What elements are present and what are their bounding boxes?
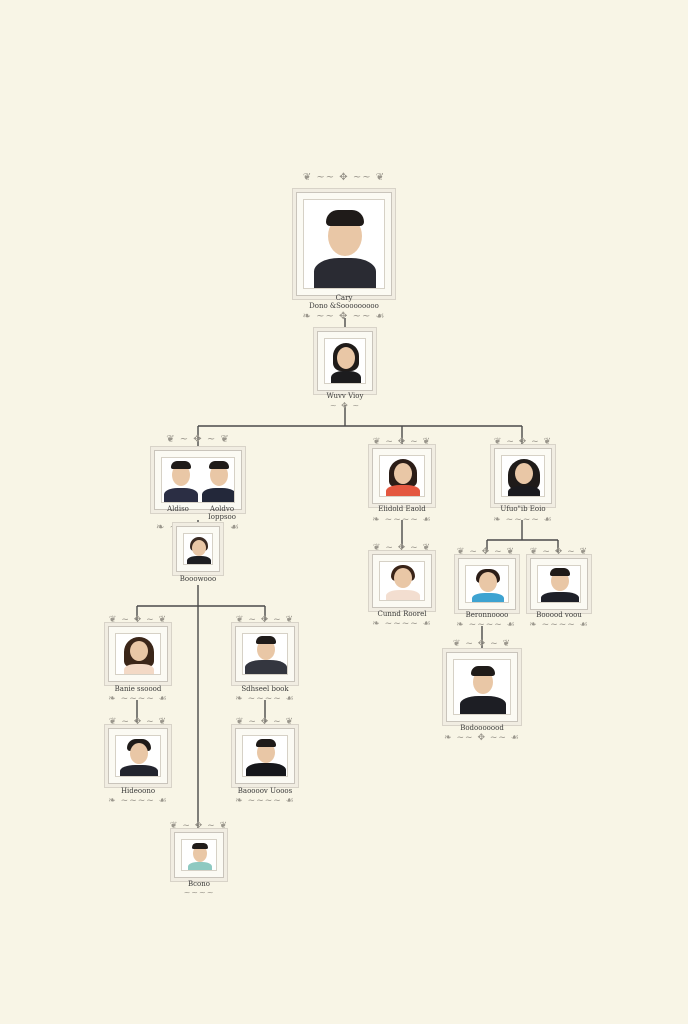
ornate-scroll-icon: ❧ ~~~~ ☙ bbox=[235, 694, 295, 704]
portrait-photo bbox=[304, 200, 384, 288]
portrait-frame bbox=[176, 526, 220, 572]
ornate-scroll-icon: ❦ ~ ✥ ~ ❦ bbox=[108, 717, 168, 727]
ornate-scroll-icon: ❦ ~ ✥ ~ ❦ bbox=[456, 547, 516, 557]
ornate-scroll-icon: ~ ✥ ~ bbox=[329, 401, 361, 410]
ornate-scroll-icon: ❦ ~ ✥ ~ ❦ bbox=[372, 437, 432, 447]
portrait-frame bbox=[296, 192, 392, 296]
portrait-photo bbox=[380, 562, 424, 600]
portrait-frame bbox=[235, 626, 295, 682]
portrait-photo bbox=[454, 660, 510, 714]
member-name: Cary bbox=[335, 294, 353, 302]
ornate-scroll-icon: ❧ ~~~~ ☙ bbox=[235, 796, 295, 806]
member-name: Aldiso bbox=[167, 505, 189, 513]
portrait-photo bbox=[243, 736, 287, 776]
portrait-frame bbox=[108, 626, 168, 682]
ornate-scroll-icon: ❦ ~ ✥ ~ ❦ bbox=[529, 547, 589, 557]
member-name: Elidold Eaold bbox=[378, 505, 426, 513]
ornate-scroll-icon: ❧ ~~~~ ☙ bbox=[529, 620, 589, 630]
member-name: Aoldvo bbox=[209, 505, 235, 513]
portrait-frame bbox=[372, 554, 432, 608]
portrait-photo bbox=[538, 566, 580, 602]
member-name: Baoooov Uooos bbox=[237, 787, 293, 795]
ornate-scroll-icon: ❦ ~ ✥ ~ ❦ bbox=[372, 543, 432, 553]
portrait-frame bbox=[530, 558, 588, 610]
ornate-scroll-icon: ❦ ~ ✥ ~ ❦ bbox=[235, 717, 295, 727]
ornate-scroll-icon: ❦ ~ ✥ ~ ❦ bbox=[108, 615, 168, 625]
portrait-photo bbox=[182, 840, 216, 870]
ornate-scroll-icon: ❧ ~~~~ ☙ bbox=[493, 515, 553, 525]
portrait-frame bbox=[446, 652, 518, 722]
ornate-scroll-icon: ❦ ~ ✥ ~ ❦ bbox=[169, 821, 229, 831]
member-name: Ioppsoo bbox=[208, 513, 236, 521]
member-name: Ufuo"ib Eoio bbox=[500, 505, 546, 513]
member-name: Bcono bbox=[187, 880, 210, 888]
portrait-photo bbox=[466, 566, 508, 602]
member-name: Dono &Sooooooooo bbox=[309, 302, 379, 310]
portrait-photo bbox=[162, 458, 199, 502]
member-name: Booood voou bbox=[536, 611, 582, 619]
ornate-scroll-icon: ❧ ~~~~ ☙ bbox=[372, 619, 432, 629]
portrait-photo bbox=[116, 736, 160, 776]
portrait-photo bbox=[200, 458, 234, 502]
ornate-scroll-icon: ❧ ~~~~ ☙ bbox=[108, 694, 168, 704]
portrait-frame bbox=[108, 728, 168, 784]
portrait-photo bbox=[325, 339, 365, 383]
portrait-frame bbox=[154, 450, 242, 510]
member-name: Cunnd Roorel bbox=[377, 610, 427, 618]
portrait-photo bbox=[243, 634, 287, 674]
ornate-scroll-icon: ❦ ~ ✥ ~ ❦ bbox=[166, 434, 230, 445]
portrait-frame bbox=[174, 832, 224, 878]
ornate-scroll-icon: ❦ ~ ✥ ~ ❦ bbox=[235, 615, 295, 625]
portrait-photo bbox=[184, 534, 212, 564]
portrait-frame bbox=[494, 448, 552, 504]
ornate-scroll-icon: ❧ ~~ ✥ ~~ ☙ bbox=[444, 733, 520, 743]
portrait-frame bbox=[235, 728, 295, 784]
ornate-scroll-icon: ❧ ~~~~ ☙ bbox=[456, 620, 516, 630]
ornate-scroll-icon: ❧ ~~ ✥ ~~ ☙ bbox=[302, 311, 386, 322]
member-name: Sdhseel book bbox=[241, 685, 289, 693]
ornate-scroll-icon: ❦ ~ ✥ ~ ❦ bbox=[493, 437, 553, 447]
member-name: Wuvv Vioy bbox=[326, 392, 364, 400]
portrait-frame bbox=[458, 558, 516, 610]
portrait-frame bbox=[317, 331, 373, 391]
ornate-scroll-icon: ~~~~ bbox=[183, 888, 215, 897]
ornate-scroll-icon: ❧ ~~~~ ☙ bbox=[108, 796, 168, 806]
portrait-frame bbox=[372, 448, 432, 504]
ornate-scroll-icon: ❦ ~~ ✥ ~~ ❦ bbox=[302, 172, 386, 183]
member-name: Beronnoooo bbox=[465, 611, 509, 619]
portrait-photo bbox=[116, 634, 160, 674]
ornate-scroll-icon: ❧ ~~~~ ☙ bbox=[372, 515, 432, 525]
ornate-scroll-icon: ❦ ~ ✥ ~ ❦ bbox=[452, 639, 512, 649]
member-name: Bodooooood bbox=[460, 724, 504, 732]
portrait-photo bbox=[502, 456, 544, 496]
member-name: Booowooo bbox=[179, 575, 217, 583]
portrait-photo bbox=[380, 456, 424, 496]
member-name: Banie ssoood bbox=[114, 685, 162, 693]
member-name: Hideoono bbox=[120, 787, 156, 795]
